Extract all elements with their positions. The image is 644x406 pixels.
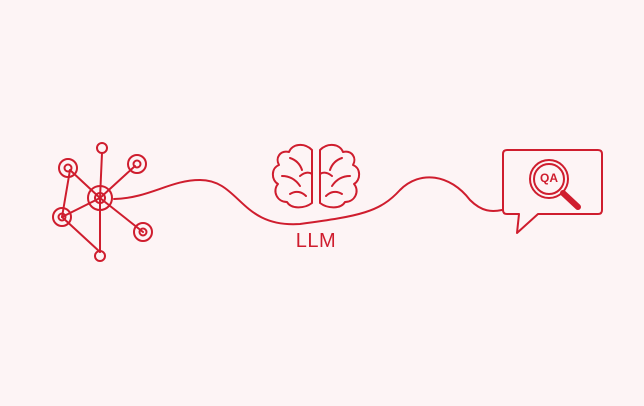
brain-icon — [271, 144, 361, 209]
node-bottom — [94, 250, 106, 262]
node-right-lower — [133, 222, 153, 242]
node-right-upper — [127, 154, 147, 174]
llm-label: LLM — [295, 230, 337, 252]
qa-label: QA — [540, 171, 558, 185]
node-left-lower — [52, 207, 72, 227]
connector-line — [113, 176, 503, 226]
node-top — [96, 142, 108, 154]
magnifier-icon — [529, 159, 581, 210]
node-left-upper — [58, 158, 78, 178]
speech-bubble-icon — [502, 149, 603, 234]
hub-node — [87, 185, 113, 211]
network-graph-icon — [52, 142, 153, 262]
